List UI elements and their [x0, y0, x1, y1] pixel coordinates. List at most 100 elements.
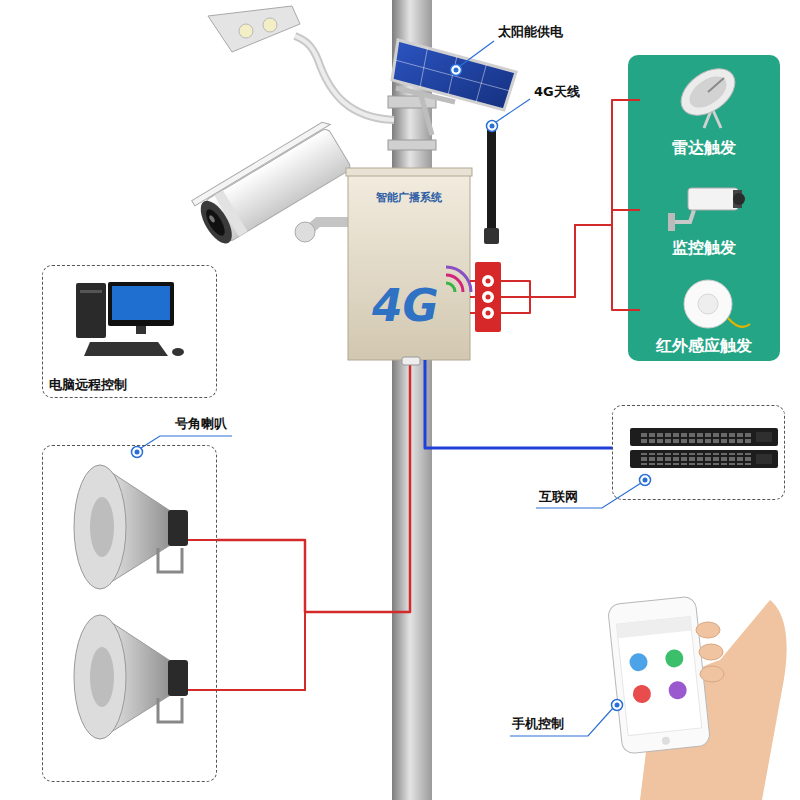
horn-speaker [168, 660, 188, 696]
camera-icon [688, 188, 738, 210]
broadcast-box-housing [346, 168, 472, 360]
camera-icon [668, 188, 745, 231]
leader-line [496, 99, 530, 122]
broadcast-box-housing [346, 168, 472, 176]
trigger-item: 监控触发 [640, 176, 768, 268]
phone-in-hand [607, 596, 710, 754]
camera-icon [733, 193, 745, 205]
leader-line [460, 41, 494, 66]
terminal-block [486, 295, 491, 300]
computer-icon [136, 326, 146, 334]
phone-in-hand [696, 622, 720, 638]
switch-group: 互联网 [612, 405, 785, 500]
node-subtext: 4G [372, 280, 439, 333]
horn-speaker [90, 647, 114, 707]
speaker-wire-branch [188, 540, 305, 690]
speaker-group: 号角喇叭 [42, 445, 217, 782]
broadcast-box-housing [446, 283, 455, 292]
phone-in-hand [668, 680, 688, 700]
leader-line [141, 436, 232, 448]
leader-line [135, 450, 140, 455]
solar-panel [395, 48, 510, 103]
horn-speaker [74, 465, 126, 589]
phone-in-hand [607, 596, 786, 800]
infrared-sensor-icon [698, 294, 718, 314]
radar-icon [673, 59, 744, 128]
street-lamp [295, 36, 394, 120]
terminal-block [475, 262, 501, 332]
horn-speaker [74, 465, 188, 589]
computer-icon [76, 282, 184, 356]
phone-in-hand [699, 644, 723, 660]
network-switch [630, 450, 778, 468]
node-text: 电脑远程控制 [49, 377, 127, 393]
horn-speaker [74, 615, 126, 739]
broadcast-box-housing [348, 172, 470, 360]
street-lamp [295, 36, 394, 120]
leader-line [487, 121, 498, 132]
leader-line [132, 447, 143, 458]
trigger-item: 红外感应触发 [640, 276, 768, 360]
radar-icon [673, 59, 744, 125]
phone-in-hand [607, 596, 710, 754]
camera [208, 214, 216, 223]
node-text: 雷达触发 [672, 138, 736, 157]
broadcast-box-housing [446, 267, 471, 292]
horn-speaker [168, 510, 188, 546]
terminal-block [482, 291, 494, 303]
street-lamp [263, 18, 277, 32]
computer-group: 电脑远程控制 [42, 265, 217, 398]
leader-line [536, 483, 641, 508]
network-switch [630, 428, 778, 468]
phone-in-hand [616, 617, 701, 736]
node-text: 互联网 [539, 489, 578, 505]
phone-in-hand [616, 617, 691, 639]
leader-line [454, 68, 459, 73]
callout-label: 太阳能供电 [498, 24, 563, 40]
callout-label: 手机控制 [512, 716, 564, 732]
phone-in-hand [662, 736, 671, 745]
camera-icon [668, 213, 675, 231]
infrared-sensor-icon [684, 280, 732, 328]
terminal-block [482, 275, 494, 287]
terminal-block [486, 311, 491, 316]
computer-icon [108, 282, 174, 326]
horn-speaker [158, 548, 182, 572]
camera [191, 119, 356, 248]
trigger-panel [628, 55, 780, 361]
horn-speaker [74, 615, 188, 739]
computer-icon [76, 283, 106, 338]
antenna [484, 228, 499, 244]
phone-in-hand [632, 684, 652, 704]
wire-connector [425, 360, 612, 448]
node-text: 智能广播系统 [376, 191, 442, 204]
broadcast-box-housing [446, 275, 463, 292]
network-switch [640, 453, 752, 465]
computer-icon [172, 348, 184, 356]
cable-gland [402, 357, 420, 365]
leader-line [615, 703, 620, 708]
street-lamp [239, 24, 253, 38]
camera [295, 222, 315, 242]
speaker-wire-branch [188, 540, 305, 690]
phone-in-hand [664, 649, 684, 669]
node-text: 红外感应触发 [656, 336, 752, 355]
broadcast-box: 智能广播系统 4G [348, 172, 470, 360]
leader-line [643, 478, 648, 483]
leader-line [132, 41, 651, 736]
terminal-block [475, 262, 501, 332]
network-switch [756, 454, 772, 464]
leader-line [451, 65, 462, 76]
wire-connector [217, 360, 410, 612]
callout-label: 4G天线 [534, 84, 580, 100]
antenna [487, 122, 496, 234]
street-lamp [208, 6, 300, 52]
phone-in-hand [629, 652, 649, 672]
node-text: 号角喇叭 [175, 416, 227, 432]
radar-icon [708, 78, 724, 92]
